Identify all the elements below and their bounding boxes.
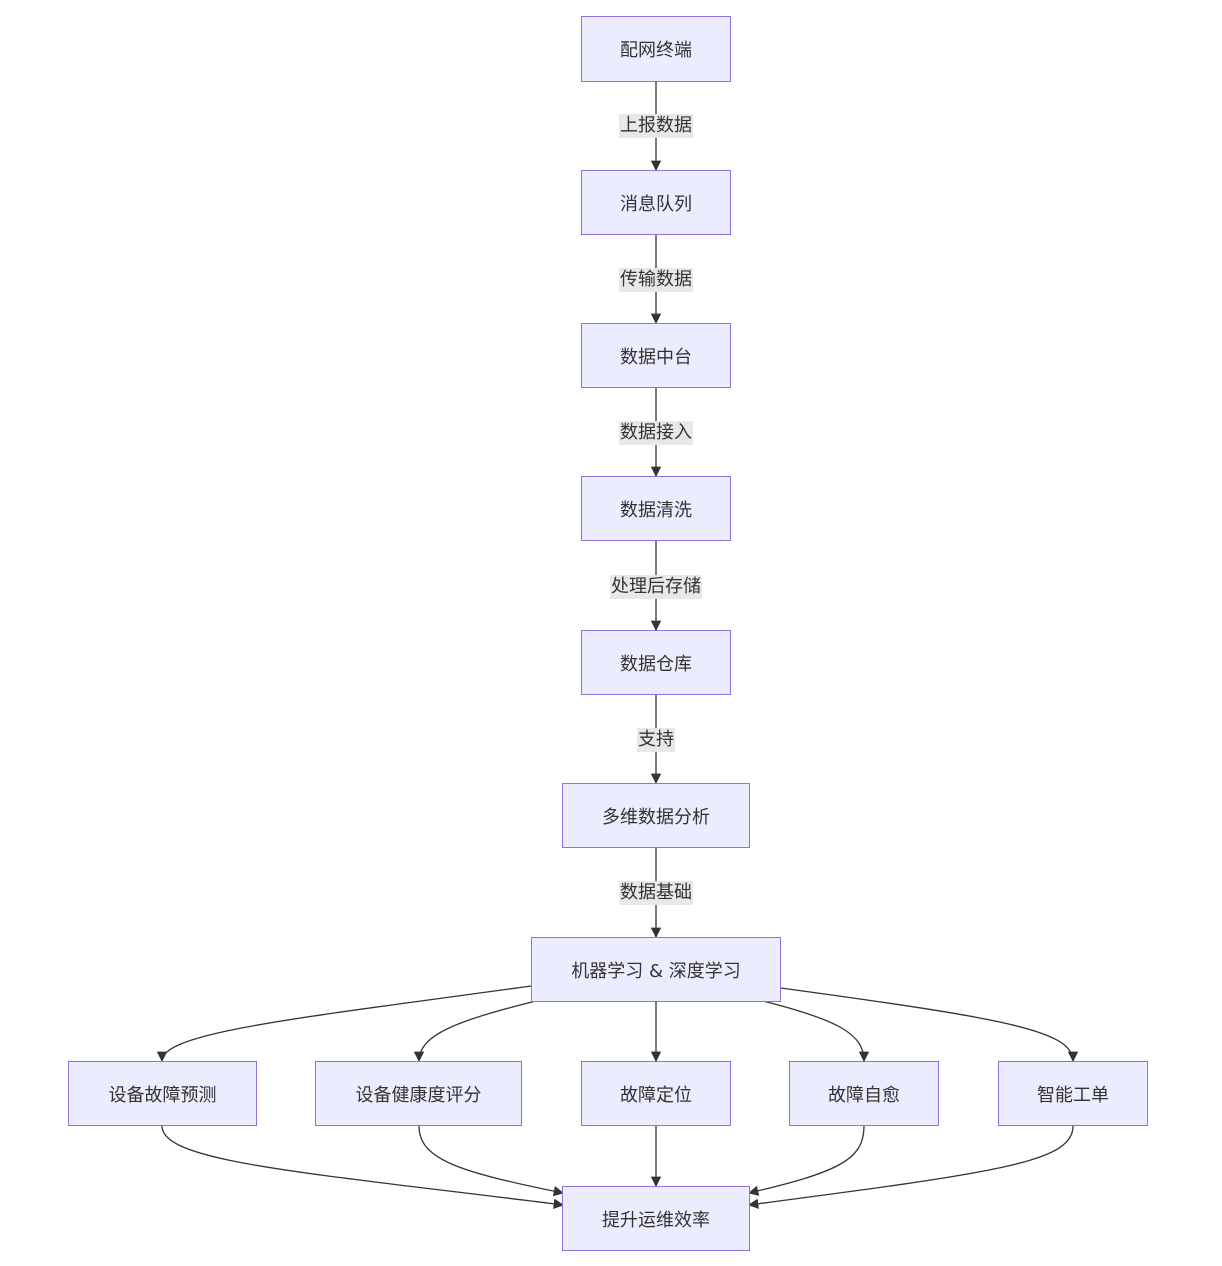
node-data-cleaning: 数据清洗 [581,476,731,541]
node-data-platform: 数据中台 [581,323,731,388]
edge-ml-selfheal [762,1000,870,1063]
node-data-warehouse: 数据仓库 [581,630,731,695]
node-message-queue: 消息队列 [581,170,731,235]
node-fault-prediction: 设备故障预测 [68,1061,257,1126]
edge-label-transfer-data: 传输数据 [619,268,693,292]
edge-label-report-data: 上报数据 [619,114,693,138]
node-smart-workorder: 智能工单 [998,1061,1148,1126]
edge-health-efficiency [418,1125,565,1197]
edge-predict-efficiency [161,1125,565,1209]
edge-label-support: 支持 [637,728,675,752]
edge-label-store-after-processing: 处理后存储 [610,575,702,599]
node-health-score: 设备健康度评分 [315,1061,522,1126]
edge-label-data-foundation: 数据基础 [619,881,693,905]
edge-workorder-efficiency [747,1125,1074,1209]
edge-ml-workorder [780,987,1079,1063]
node-multidim-analysis: 多维数据分析 [562,783,750,848]
edge-ml-health [413,1000,537,1063]
edge-label-data-ingest: 数据接入 [619,421,693,445]
node-ml-dl: 机器学习 & 深度学习 [531,937,781,1002]
node-terminal: 配网终端 [581,16,731,82]
node-fault-location: 故障定位 [581,1061,731,1126]
node-efficiency: 提升运维效率 [562,1186,750,1251]
node-self-healing: 故障自愈 [789,1061,939,1126]
edge-ml-predict [156,985,532,1063]
edge-selfheal-efficiency [747,1125,865,1196]
